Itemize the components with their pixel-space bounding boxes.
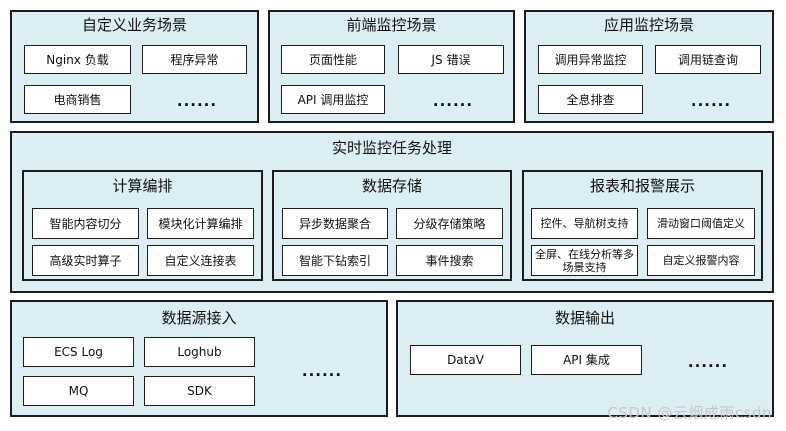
application-monitoring-scenarios-panel: 应用监控场景 调用异常监控 调用链查询 全息排查 ...... bbox=[524, 10, 774, 123]
feature-box: 全屏、在线分析等多场景支持 bbox=[531, 245, 638, 276]
source-box: ECS Log bbox=[23, 337, 134, 367]
group-title: 报表和报警展示 bbox=[589, 177, 695, 195]
output-box: API 集成 bbox=[531, 345, 642, 375]
panel-title: 应用监控场景 bbox=[603, 16, 694, 34]
feature-box: 异步数据聚合 bbox=[282, 208, 388, 239]
group-title: 数据存储 bbox=[361, 177, 422, 195]
panel-title: 自定义业务场景 bbox=[81, 16, 187, 34]
source-box: MQ bbox=[23, 376, 134, 406]
source-box: SDK bbox=[144, 376, 255, 406]
scenario-box: 程序异常 bbox=[142, 45, 247, 74]
scenario-box: 页面性能 bbox=[281, 45, 385, 74]
panel-title: 前端监控场景 bbox=[346, 16, 437, 34]
feature-box: 智能内容切分 bbox=[32, 208, 139, 239]
more-ellipsis: ...... bbox=[687, 353, 729, 371]
csdn-watermark: CSDN @云烟成雨csdn bbox=[607, 404, 772, 422]
feature-box: 事件搜索 bbox=[396, 245, 503, 276]
realtime-monitoring-processing-panel: 实时监控任务处理 计算编排 智能内容切分 模块化计算编排 高级实时算子 自定义连… bbox=[10, 131, 774, 293]
more-ellipsis: ...... bbox=[176, 92, 218, 110]
output-box: DataV bbox=[410, 345, 521, 375]
scenario-box: 全息排查 bbox=[538, 85, 643, 114]
panel-title: 实时监控任务处理 bbox=[331, 139, 452, 157]
scenario-box: 电商销售 bbox=[24, 85, 131, 114]
scenario-box: API 调用监控 bbox=[281, 85, 385, 114]
data-storage-group: 数据存储 异步数据聚合 分级存储策略 智能下钻索引 事件搜索 bbox=[272, 170, 512, 281]
scenario-box: JS 错误 bbox=[398, 45, 504, 74]
feature-box: 分级存储策略 bbox=[396, 208, 503, 239]
frontend-monitoring-scenarios-panel: 前端监控场景 页面性能 JS 错误 API 调用监控 ...... bbox=[268, 10, 515, 123]
source-box: Loghub bbox=[144, 337, 255, 367]
feature-box: 自定义报警内容 bbox=[647, 245, 755, 276]
more-ellipsis: ...... bbox=[690, 92, 732, 110]
scenario-box: 调用异常监控 bbox=[538, 45, 643, 74]
scenario-box: Nginx 负载 bbox=[24, 45, 131, 74]
feature-box: 智能下钻索引 bbox=[282, 245, 388, 276]
more-ellipsis: ...... bbox=[301, 362, 343, 380]
data-source-ingestion-panel: 数据源接入 ECS Log Loghub MQ SDK ...... bbox=[10, 300, 388, 417]
scenario-box: 调用链查询 bbox=[655, 45, 761, 74]
custom-business-scenarios-panel: 自定义业务场景 Nginx 负载 程序异常 电商销售 ...... bbox=[10, 10, 259, 123]
feature-box: 控件、导航树支持 bbox=[531, 208, 638, 239]
feature-box: 自定义连接表 bbox=[147, 245, 254, 276]
feature-box: 模块化计算编排 bbox=[147, 208, 254, 239]
more-ellipsis: ...... bbox=[432, 92, 474, 110]
feature-box: 滑动窗口阈值定义 bbox=[647, 208, 755, 239]
reports-and-alerts-group: 报表和报警展示 控件、导航树支持 滑动窗口阈值定义 全屏、在线分析等多场景支持 … bbox=[522, 170, 763, 281]
panel-title: 数据源接入 bbox=[161, 309, 237, 327]
data-output-panel: 数据输出 DataV API 集成 ...... bbox=[396, 300, 774, 417]
panel-title: 数据输出 bbox=[554, 309, 615, 327]
compute-orchestration-group: 计算编排 智能内容切分 模块化计算编排 高级实时算子 自定义连接表 bbox=[22, 170, 263, 281]
group-title: 计算编排 bbox=[112, 177, 173, 195]
feature-box: 高级实时算子 bbox=[32, 245, 139, 276]
